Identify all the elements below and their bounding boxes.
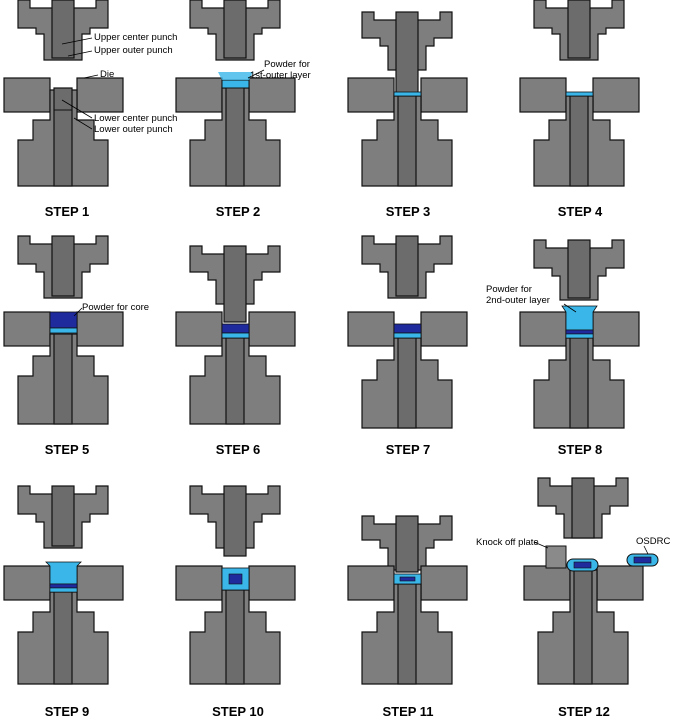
- osdrc-tablet-core: [633, 556, 652, 564]
- powder-outer-layer: [393, 91, 422, 97]
- step-label: STEP 12: [558, 704, 610, 719]
- step-7-panel: STEP 7: [347, 235, 468, 457]
- knock-off-plate: [545, 545, 567, 569]
- powder-outer-layer-2: [45, 561, 82, 585]
- step-label: STEP 9: [45, 704, 90, 719]
- powder-outer-1-label-line1: Powder for: [264, 59, 310, 70]
- powder-outer-layer: [221, 79, 250, 89]
- step-label: STEP 11: [382, 704, 433, 719]
- powder-core: [221, 323, 250, 334]
- tablet-core: [228, 573, 243, 585]
- powder-outer-layer: [221, 332, 250, 339]
- upper-center-punch-label: Upper center punch: [94, 32, 177, 43]
- step-3-panel: STEP 3: [347, 11, 468, 219]
- step-11-panel: STEP 11: [347, 515, 468, 719]
- powder-core: [49, 583, 78, 589]
- step-1-annotations: Upper center punch Upper outer punch Die…: [61, 32, 177, 135]
- step-1-panel: STEP 1: [3, 0, 124, 219]
- tablet-on-punch-core: [573, 561, 592, 569]
- upper-punch: [17, 0, 109, 61]
- powder-core: [393, 323, 422, 334]
- powder-core: [565, 329, 594, 335]
- step-label: STEP 10: [212, 704, 264, 719]
- step-12-panel: STEP 12 Knock off plate OSDRC: [476, 477, 670, 719]
- step-label: STEP 4: [558, 204, 603, 219]
- powder-outer-layer: [49, 327, 78, 334]
- knock-off-plate-label: Knock off plate: [476, 537, 539, 548]
- step-label: STEP 3: [386, 204, 431, 219]
- powder-outer-layer: [393, 332, 422, 339]
- powder-outer-1-label-line2: 1st-outer layer: [250, 70, 311, 81]
- step-label: STEP 8: [558, 442, 603, 457]
- step-label: STEP 7: [386, 442, 431, 457]
- powder-outer-layer: [565, 91, 594, 97]
- powder-outer-2-label-line1: Powder for: [486, 284, 532, 295]
- step-label: STEP 2: [216, 204, 261, 219]
- tablet-core: [399, 576, 416, 582]
- lower-outer-punch-label: Lower outer punch: [94, 124, 173, 135]
- powder-core: [49, 311, 78, 329]
- powder-outer-layer: [49, 587, 78, 593]
- lower-center-punch-label: Lower center punch: [94, 113, 177, 124]
- powder-outer-2-label-line2: 2nd-outer layer: [486, 295, 550, 306]
- die-label: Die: [100, 69, 114, 80]
- upper-outer-punch-label: Upper outer punch: [94, 45, 173, 56]
- step-2-panel: STEP 2 Powder for 1st-outer layer: [175, 0, 311, 219]
- step-10-panel: STEP 10: [175, 485, 296, 719]
- step-label: STEP 5: [45, 442, 90, 457]
- powder-core-label: Powder for core: [82, 302, 149, 313]
- step-5-panel: STEP 5 Powder for core: [3, 235, 149, 457]
- step-9-panel: STEP 9: [3, 485, 124, 719]
- step-label: STEP 6: [216, 442, 261, 457]
- osdrc-label: OSDRC: [636, 536, 670, 547]
- powder-outer-layer-2: [561, 305, 598, 331]
- step-label: STEP 1: [45, 204, 90, 219]
- step-4-panel: STEP 4: [519, 0, 640, 219]
- step-8-panel: STEP 8 Powder for 2nd-outer layer: [486, 239, 640, 457]
- step-6-panel: STEP 6: [175, 245, 296, 457]
- powder-outer-layer: [565, 333, 594, 339]
